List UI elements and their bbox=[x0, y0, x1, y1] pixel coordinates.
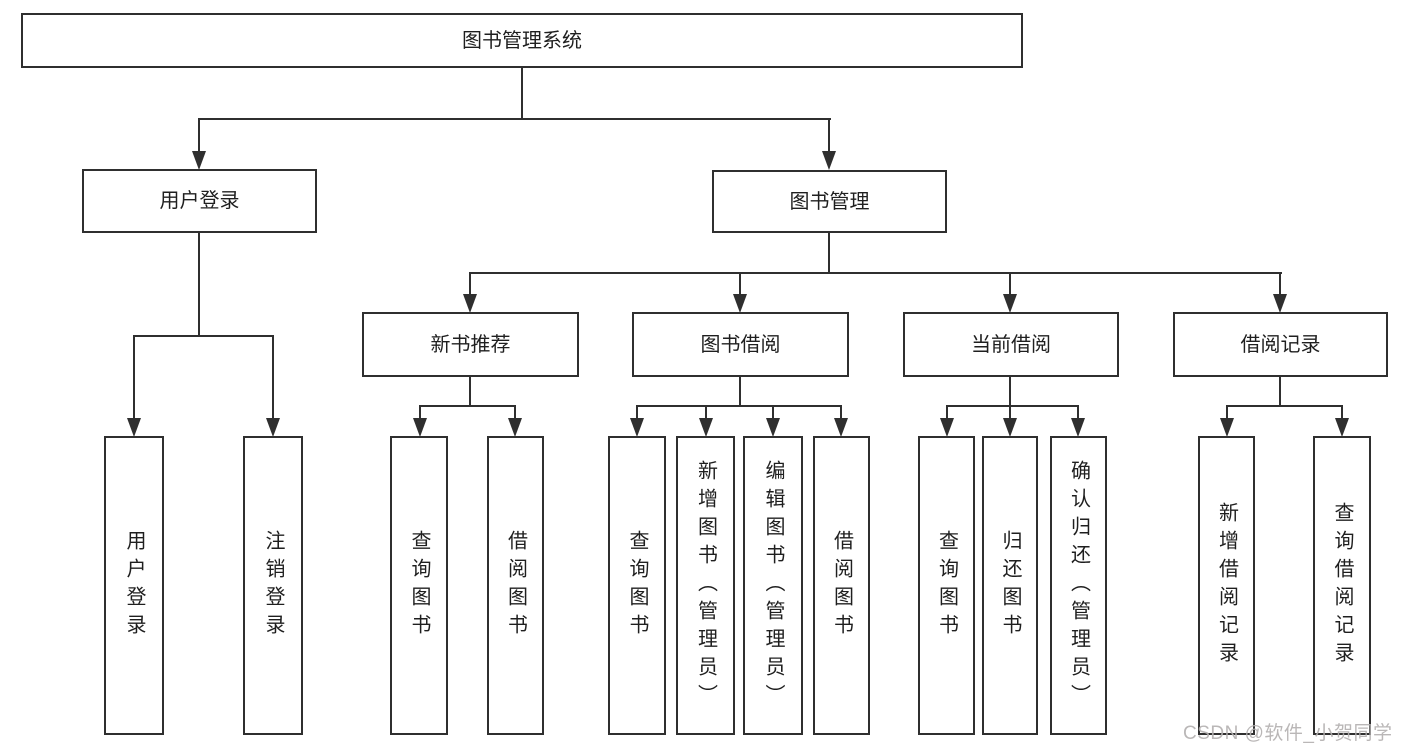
leaf-borrow-books-recommend: 借阅图书 bbox=[487, 436, 544, 735]
arrowhead-down bbox=[266, 418, 280, 437]
connector-line-v bbox=[828, 118, 830, 153]
connector-line-v bbox=[772, 405, 774, 420]
arrowhead-down bbox=[413, 418, 427, 437]
node-current-borrowing: 当前借阅 bbox=[903, 312, 1119, 377]
arrowhead-down bbox=[463, 294, 477, 313]
arrowhead-down bbox=[1003, 418, 1017, 437]
connector-line-v bbox=[1077, 405, 1079, 420]
arrowhead-down bbox=[699, 418, 713, 437]
connector-line-v bbox=[1279, 377, 1281, 407]
arrowhead-down bbox=[1003, 294, 1017, 313]
connector-line-v bbox=[469, 377, 471, 407]
leaf-confirm-return-admin: 确认归还（管理员） bbox=[1050, 436, 1107, 735]
connector-line-v bbox=[828, 233, 830, 274]
connector-line-v bbox=[469, 272, 471, 296]
arrowhead-down bbox=[1220, 418, 1234, 437]
node-root-library-system: 图书管理系统 bbox=[21, 13, 1023, 68]
leaf-logout: 注销登录 bbox=[243, 436, 303, 735]
connector-line-v bbox=[419, 405, 421, 420]
arrowhead-down bbox=[508, 418, 522, 437]
leaf-query-books-borrowing: 查询图书 bbox=[608, 436, 666, 735]
arrowhead-down bbox=[1335, 418, 1349, 437]
connector-line-v bbox=[840, 405, 842, 420]
arrowhead-down bbox=[733, 294, 747, 313]
arrowhead-down bbox=[127, 418, 141, 437]
leaf-query-books-current: 查询图书 bbox=[918, 436, 975, 735]
connector-line-v bbox=[636, 405, 638, 420]
connector-line-v bbox=[739, 272, 741, 296]
arrowhead-down bbox=[192, 151, 206, 170]
connector-line-v bbox=[705, 405, 707, 420]
node-book-borrowing: 图书借阅 bbox=[632, 312, 849, 377]
connector-line-v bbox=[946, 405, 948, 420]
connector-line-h bbox=[198, 118, 831, 120]
leaf-query-borrow-record: 查询借阅记录 bbox=[1313, 436, 1371, 735]
connector-line-v bbox=[272, 335, 274, 420]
arrowhead-down bbox=[834, 418, 848, 437]
connector-line-h bbox=[946, 405, 1079, 407]
connector-line-v bbox=[198, 118, 200, 153]
connector-line-v bbox=[1226, 405, 1228, 420]
connector-line-h bbox=[636, 405, 842, 407]
connector-line-v bbox=[1009, 405, 1011, 420]
node-user-login: 用户登录 bbox=[82, 169, 317, 233]
connector-line-v bbox=[739, 377, 741, 407]
connector-line-h bbox=[419, 405, 516, 407]
connector-line-v bbox=[514, 405, 516, 420]
csdn-watermark: CSDN @软件_小贺同学 bbox=[1183, 723, 1393, 744]
connector-line-h bbox=[133, 335, 274, 337]
arrowhead-down bbox=[1273, 294, 1287, 313]
leaf-query-books-recommend: 查询图书 bbox=[390, 436, 448, 735]
arrowhead-down bbox=[822, 151, 836, 170]
connector-line-h bbox=[469, 272, 1282, 274]
arrowhead-down bbox=[940, 418, 954, 437]
arrowhead-down bbox=[766, 418, 780, 437]
leaf-user-login: 用户登录 bbox=[104, 436, 164, 735]
arrowhead-down bbox=[630, 418, 644, 437]
node-borrow-records: 借阅记录 bbox=[1173, 312, 1388, 377]
connector-line-v bbox=[1341, 405, 1343, 420]
leaf-add-book-admin: 新增图书（管理员） bbox=[676, 436, 735, 735]
leaf-return-book: 归还图书 bbox=[982, 436, 1038, 735]
leaf-borrow-books-borrowing: 借阅图书 bbox=[813, 436, 870, 735]
connector-line-v bbox=[1009, 377, 1011, 407]
connector-line-v bbox=[1009, 272, 1011, 296]
connector-line-v bbox=[521, 68, 523, 119]
leaf-edit-book-admin: 编辑图书（管理员） bbox=[743, 436, 803, 735]
node-book-management: 图书管理 bbox=[712, 170, 947, 233]
connector-line-v bbox=[1279, 272, 1281, 296]
connector-line-v bbox=[133, 335, 135, 420]
arrowhead-down bbox=[1071, 418, 1085, 437]
connector-line-v bbox=[198, 233, 200, 336]
connector-line-h bbox=[1226, 405, 1343, 407]
leaf-add-borrow-record: 新增借阅记录 bbox=[1198, 436, 1255, 735]
node-new-book-recommend: 新书推荐 bbox=[362, 312, 579, 377]
